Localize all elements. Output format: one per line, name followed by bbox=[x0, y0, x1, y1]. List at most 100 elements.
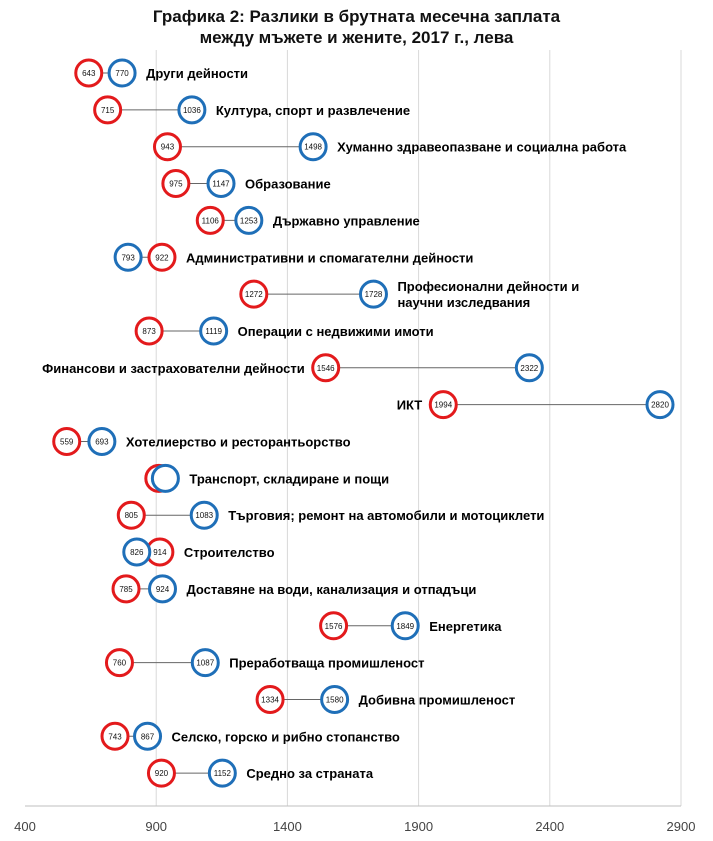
men-value-label: 1036 bbox=[183, 106, 201, 115]
women-value-label: 1546 bbox=[317, 364, 335, 373]
x-tick-label: 1400 bbox=[273, 819, 302, 834]
x-tick-label: 900 bbox=[145, 819, 167, 834]
women-marker bbox=[428, 390, 458, 420]
women-marker bbox=[161, 169, 191, 199]
men-value-label: 1253 bbox=[240, 216, 258, 225]
women-marker bbox=[146, 758, 176, 788]
men-value-label: 826 bbox=[130, 548, 144, 557]
women-value-label: 914 bbox=[153, 548, 167, 557]
women-value-label: 805 bbox=[125, 511, 139, 520]
category-label: Хуманно здравеопазване и социална работа bbox=[337, 140, 627, 155]
men-marker bbox=[147, 574, 177, 604]
category-label: Операции с недвижими имоти bbox=[238, 324, 434, 339]
women-marker bbox=[134, 316, 164, 346]
men-marker bbox=[150, 463, 180, 493]
women-marker bbox=[52, 427, 82, 456]
women-marker bbox=[195, 205, 225, 235]
men-value-label: 1147 bbox=[212, 180, 230, 189]
category-label: Енергетика bbox=[429, 619, 502, 634]
women-value-label: 715 bbox=[101, 106, 115, 115]
x-tick-label: 2400 bbox=[535, 819, 564, 834]
x-tick-label: 2900 bbox=[667, 819, 696, 834]
women-marker bbox=[93, 95, 123, 125]
women-marker bbox=[111, 574, 141, 604]
chart-title-line-1: Графика 2: Разлики в брутната месечна за… bbox=[152, 7, 561, 26]
men-value-label: 1849 bbox=[396, 622, 414, 631]
women-value-label: 1106 bbox=[202, 216, 220, 225]
women-marker bbox=[239, 279, 269, 309]
men-marker bbox=[190, 648, 220, 678]
men-value-label: 693 bbox=[95, 438, 109, 447]
men-value-label: 1119 bbox=[205, 327, 222, 336]
men-marker bbox=[206, 169, 236, 199]
men-marker bbox=[107, 58, 137, 88]
women-value-label: 559 bbox=[60, 438, 74, 447]
men-marker bbox=[645, 390, 675, 420]
women-value-label: 1994 bbox=[434, 401, 452, 410]
women-value-label: 785 bbox=[119, 585, 133, 594]
men-marker bbox=[199, 316, 229, 346]
men-marker bbox=[122, 537, 152, 567]
women-value-label: 743 bbox=[108, 732, 122, 741]
women-marker bbox=[311, 353, 341, 383]
women-value-label: 1272 bbox=[245, 290, 263, 299]
category-label: Други дейности bbox=[146, 66, 248, 81]
women-value-label: 1576 bbox=[325, 622, 343, 631]
men-marker bbox=[87, 427, 117, 456]
women-value-label: 873 bbox=[142, 327, 156, 336]
category-label: ИКТ bbox=[397, 398, 423, 413]
category-label: Средно за страната bbox=[246, 766, 374, 781]
category-label: Финансови и застрахователни дейности bbox=[42, 361, 305, 376]
category-label: Преработваща промишленост bbox=[229, 656, 424, 671]
men-marker bbox=[390, 611, 420, 641]
women-value-label: 920 bbox=[155, 769, 169, 778]
men-value-label: 2820 bbox=[651, 401, 669, 410]
men-marker bbox=[358, 279, 388, 309]
women-value-label: 922 bbox=[155, 253, 169, 262]
women-value-label: 643 bbox=[82, 69, 96, 78]
category-label: Транспорт, складиране и пощи bbox=[189, 471, 389, 486]
men-marker bbox=[133, 721, 163, 751]
category-label: Селско, горско и рибно стопанство bbox=[172, 729, 400, 744]
x-tick-label: 400 bbox=[14, 819, 36, 834]
category-label: Професионални дейности и bbox=[397, 279, 579, 294]
men-marker bbox=[177, 95, 207, 125]
category-label: Образование bbox=[245, 177, 331, 192]
category-label: Търговия; ремонт на автомобили и мотоцик… bbox=[228, 508, 544, 523]
men-marker bbox=[189, 500, 219, 530]
men-value-label: 1083 bbox=[195, 511, 213, 520]
women-value-label: 1334 bbox=[261, 695, 279, 704]
men-marker bbox=[234, 205, 264, 235]
men-value-label: 1498 bbox=[304, 143, 322, 152]
men-marker bbox=[320, 684, 350, 714]
category-label: Добивна промишленост bbox=[359, 692, 516, 707]
men-marker bbox=[298, 132, 328, 162]
men-value-label: 1728 bbox=[365, 290, 383, 299]
men-value-label: 924 bbox=[156, 585, 170, 594]
men-marker bbox=[207, 758, 237, 788]
x-tick-label: 1900 bbox=[404, 819, 433, 834]
men-value-label: 867 bbox=[141, 732, 155, 741]
women-value-label: 943 bbox=[161, 143, 175, 152]
men-value-label: 793 bbox=[121, 253, 135, 262]
men-value-label: 1087 bbox=[196, 659, 214, 668]
women-marker bbox=[319, 611, 349, 641]
chart-title-line-2: между мъжете и жените, 2017 г., лева bbox=[199, 28, 514, 47]
men-value-label: 1580 bbox=[326, 695, 344, 704]
men-value-label: 2322 bbox=[520, 364, 538, 373]
women-value-label: 975 bbox=[169, 180, 183, 189]
category-label: Доставяне на води, канализация и отпадъц… bbox=[186, 582, 476, 597]
category-label: научни изследвания bbox=[397, 295, 530, 310]
men-value-label: 770 bbox=[115, 69, 129, 78]
men-marker bbox=[113, 242, 143, 272]
women-marker bbox=[152, 132, 182, 162]
category-label: Култура, спорт и развлечение bbox=[216, 103, 410, 118]
women-marker bbox=[74, 58, 104, 88]
women-marker bbox=[116, 500, 146, 530]
category-label: Строителство bbox=[184, 545, 275, 560]
women-marker bbox=[100, 721, 130, 751]
category-label: Административни и спомагателни дейности bbox=[186, 250, 473, 265]
women-value-label: 760 bbox=[113, 659, 127, 668]
women-marker bbox=[255, 684, 285, 714]
